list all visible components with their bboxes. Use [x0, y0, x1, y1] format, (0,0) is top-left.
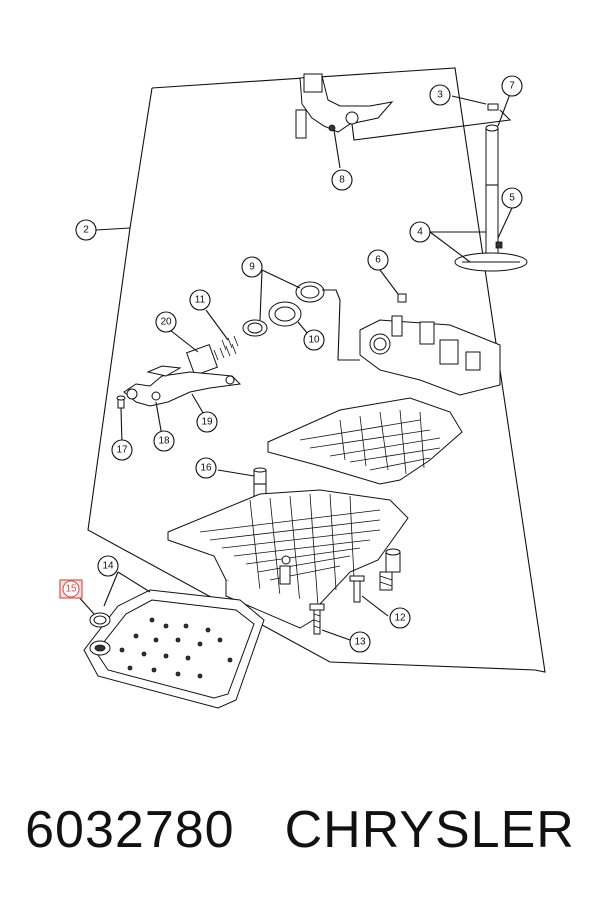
enclosure-outline: [87, 67, 546, 673]
callout-20: 20: [155, 311, 177, 333]
plug-16: [253, 467, 267, 497]
callout-label: 11: [195, 295, 206, 306]
callout-label: 6: [375, 255, 381, 266]
caption: 6032780 CHRYSLER: [0, 790, 600, 870]
callout-label: 10: [308, 335, 320, 346]
callout-label: 20: [160, 317, 172, 328]
callout-3: 3: [429, 84, 451, 106]
callout-5: 5: [501, 187, 523, 209]
manual-lever: [295, 73, 394, 139]
callout-8: 8: [331, 169, 353, 191]
callout-11: 11: [189, 289, 211, 311]
valve-body-upper: [359, 293, 501, 396]
pin-17: [116, 395, 126, 409]
callout-12: 12: [389, 607, 411, 629]
part-number: 6032780: [25, 801, 235, 859]
callout-4: 4: [409, 221, 431, 243]
callout-6: 6: [367, 249, 389, 271]
filter-seal: [89, 612, 111, 628]
callout-label: 3: [437, 90, 443, 101]
callout-19: 19: [196, 411, 218, 433]
callout-label: 9: [249, 262, 255, 273]
callout-label: 5: [509, 193, 515, 204]
callout-label: 8: [339, 175, 345, 186]
callout-16: 16: [195, 457, 217, 479]
brand-name: CHRYSLER: [284, 801, 575, 859]
exploded-parts-diagram: 2 3 7 8 5 4 9 6 11 20 10 19 18 17 16 14 …: [59, 67, 546, 709]
callout-label: 7: [509, 81, 515, 92]
callout-label: 4: [417, 227, 423, 238]
callout-14: 14: [97, 555, 119, 577]
callout-label: 13: [354, 637, 366, 648]
callout-2: 2: [75, 219, 97, 241]
callout-18: 18: [153, 430, 175, 452]
callout-15: 15: [59, 579, 83, 599]
callout-10: 10: [303, 329, 325, 351]
oil-filter: [83, 589, 265, 709]
callout-label: 15: [65, 584, 77, 595]
callout-label: 17: [116, 445, 128, 456]
callout-17: 17: [111, 439, 133, 461]
callout-label: 12: [394, 613, 406, 624]
callout-label: 18: [158, 436, 170, 447]
valve-sleeves: [242, 281, 360, 361]
detent-plate: [123, 365, 242, 407]
callout-label: 14: [102, 561, 114, 572]
callout-label: 19: [201, 417, 213, 428]
leader-8-7: [351, 109, 512, 141]
callout-13: 13: [349, 631, 371, 653]
callout-9: 9: [241, 256, 263, 278]
transfer-plate: [267, 397, 463, 485]
manual-valve-shaft: [454, 103, 528, 272]
bolt-13: [309, 603, 325, 635]
callout-label: 2: [83, 225, 89, 236]
callout-7: 7: [501, 75, 523, 97]
callout-label: 16: [200, 463, 212, 474]
springs: [185, 335, 239, 377]
screws-12: [349, 548, 401, 603]
valve-body-lower: [167, 489, 409, 629]
